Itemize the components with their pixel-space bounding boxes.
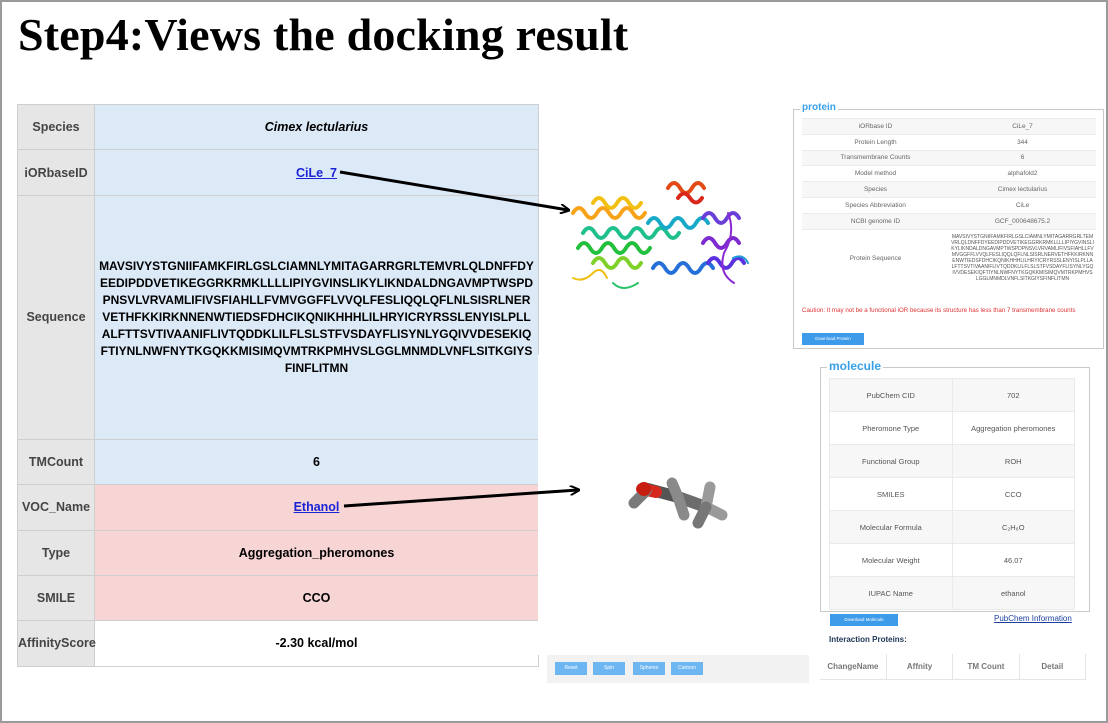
- download-protein-button[interactable]: Download Protein: [802, 333, 864, 345]
- spin-button[interactable]: Spin: [593, 662, 625, 675]
- molecule-3d-viewer[interactable]: [538, 355, 808, 655]
- molecule-row-value: CCO: [951, 477, 1075, 511]
- protein-legend: protein: [800, 102, 838, 113]
- affinity-key: AffinityScore: [17, 619, 96, 668]
- type-value: Aggregation_pheromones: [94, 529, 539, 576]
- protein-sequence-label: Protein Sequence: [802, 228, 949, 288]
- protein-row-value: 344: [949, 133, 1096, 151]
- tmcount-value: 6: [94, 438, 539, 485]
- molecule-row-value: 702: [951, 378, 1075, 412]
- interaction-proteins-title: Interaction Proteins:: [829, 635, 907, 644]
- reset-view-button[interactable]: Reset: [555, 662, 587, 675]
- species-value: Cimex lectularius: [94, 103, 539, 151]
- protein-row-label: iORbase ID: [802, 118, 949, 135]
- molecule-row-label: IUPAC Name: [829, 576, 953, 610]
- cartoon-button[interactable]: Cartoon: [671, 662, 703, 675]
- protein-row-value: Cimex lectularius: [949, 181, 1096, 198]
- protein-row-label: Species Abbreviation: [802, 196, 949, 214]
- protein-row-label: Protein Length: [802, 133, 949, 151]
- download-molecule-button[interactable]: Download Molecule: [830, 614, 898, 626]
- molecule-row-label: Molecular Formula: [829, 510, 953, 544]
- type-key: Type: [17, 529, 95, 576]
- protein-row-value: CiLe: [949, 196, 1096, 214]
- molecule-row-label: PubChem CID: [829, 378, 953, 412]
- molecule-row-value: ROH: [951, 444, 1075, 478]
- protein-row-label: Transmembrane Counts: [802, 149, 949, 166]
- spheres-button[interactable]: Spheres: [633, 662, 665, 675]
- col-changename[interactable]: ChangeName: [820, 654, 887, 680]
- species-key: Species: [17, 103, 95, 151]
- smile-value: CCO: [94, 574, 539, 621]
- molecule-row-value: 46.07: [951, 543, 1075, 577]
- voc-name-link[interactable]: Ethanol: [293, 500, 340, 515]
- smile-key: SMILE: [17, 574, 95, 621]
- iorbase-id-link[interactable]: CiLe_7: [296, 165, 337, 180]
- caution-text: Caution: It may not be a functional iOR …: [802, 307, 1076, 314]
- affinity-value: -2.30 kcal/mol: [94, 619, 539, 668]
- protein-3d-viewer[interactable]: [553, 103, 789, 353]
- viewer-controls: Reset Spin Spheres Cartoon: [547, 655, 809, 683]
- protein-row-label: NCBI genome ID: [802, 212, 949, 230]
- pubchem-information-link[interactable]: PubChem Information: [994, 614, 1072, 623]
- interaction-proteins-header: ChangeName Affnity TM Count Detail: [820, 654, 1087, 680]
- molecule-row-label: Molecular Weight: [829, 543, 953, 577]
- protein-row-label: Species: [802, 181, 949, 198]
- protein-row-value: CiLe_7: [949, 118, 1096, 135]
- protein-sequence-value: MAVSIVYSTGNIIFAMKFIRLGSLCIAMNLYMITAGARRG…: [949, 228, 1096, 288]
- sequence-key: Sequence: [17, 195, 95, 440]
- voc-name-key: VOC_Name: [17, 483, 95, 531]
- molecule-row-value: Aggregation pheromones: [951, 411, 1075, 445]
- protein-row-value: 6: [949, 149, 1096, 166]
- col-detail[interactable]: Detail: [1019, 654, 1087, 680]
- protein-row-label: Model method: [802, 165, 949, 182]
- molecule-row-value: C₂H₆O: [951, 510, 1075, 544]
- molecule-row-value: ethanol: [951, 576, 1075, 610]
- page-title: Step4:Views the docking result: [18, 9, 629, 60]
- molecule-row-label: Pheromone Type: [829, 411, 953, 445]
- ethanol-model-image: [628, 477, 728, 529]
- col-tm-count[interactable]: TM Count: [952, 654, 1020, 680]
- molecule-legend: molecule: [827, 359, 884, 373]
- sequence-value: MAVSIVYSTGNIIFAMKFIRLGSLCIAMNLYMITAGARRG…: [94, 195, 539, 440]
- molecule-row-label: SMILES: [829, 477, 953, 511]
- molecule-row-label: Functional Group: [829, 444, 953, 478]
- iorbase-id-key: iORbaseID: [17, 149, 95, 197]
- protein-row-value: alphafold2: [949, 165, 1096, 182]
- protein-row-value: GCF_000648675.2: [949, 212, 1096, 230]
- tmcount-key: TMCount: [17, 438, 95, 485]
- protein-ribbon-image: [571, 181, 749, 289]
- col-affinity[interactable]: Affnity: [886, 654, 954, 680]
